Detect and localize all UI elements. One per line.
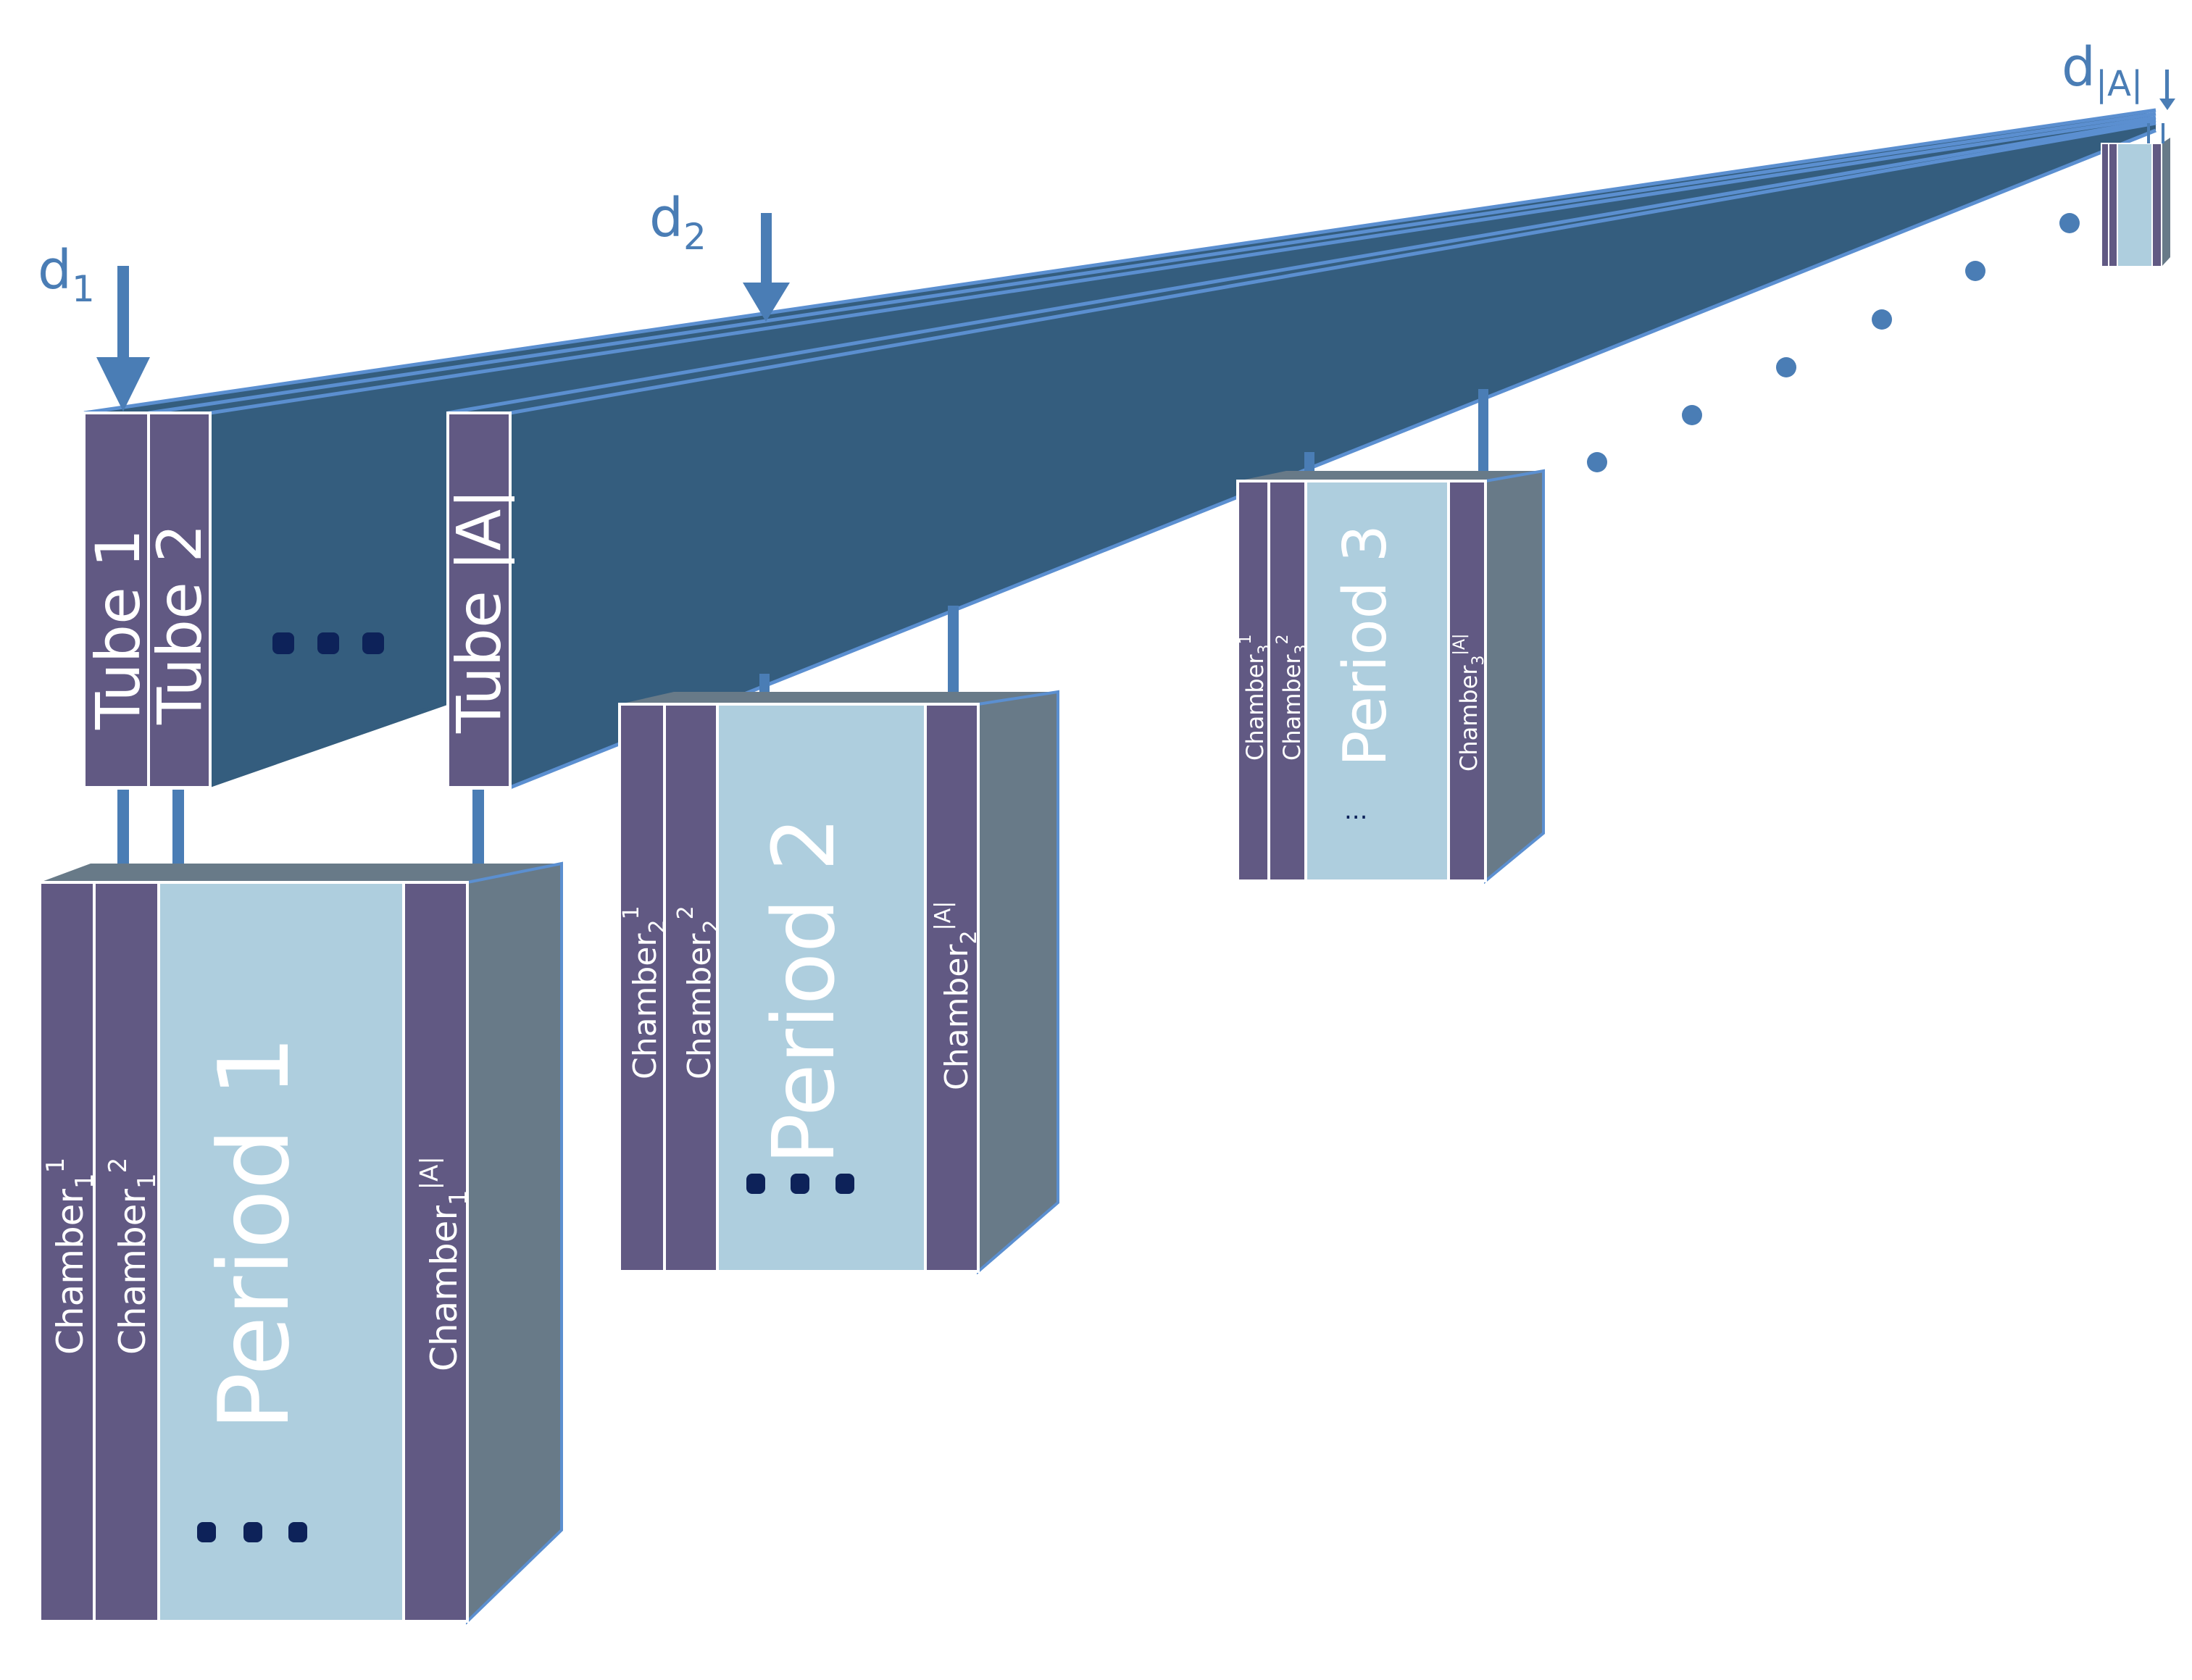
arrow-da-shaft [2165,70,2169,100]
tube-wedge-a [448,117,2156,787]
tube-edge-line-3 [209,115,2156,415]
period-2-top [620,692,1058,704]
period-3-ellipsis: ... [1344,796,1367,825]
period-2-chamber-2 [663,703,719,1273]
far-period-chamber-a [2151,143,2162,267]
perspective-dot [1682,405,1702,425]
tube-bundle [83,108,2156,790]
perspective-dot [1776,357,1796,377]
connector-tubea-period1 [472,790,484,877]
arrow-da: d|A| [2062,36,2175,110]
period-3-chamber-a-label: Chamber3|A| [1451,634,1488,772]
tube-2: Tube 2 [144,411,215,789]
period-2-chamber-a [924,703,980,1273]
tube-edge-line-5 [509,121,2156,415]
connector-tubea-period3 [1478,389,1488,476]
arrow-d2-shaft [761,213,772,285]
period-3-chamber-1-label: Chamber31 [1237,634,1274,761]
period-1-ellipsis-dot-2 [243,1522,262,1542]
tube-edge-line-1 [83,108,2156,415]
far-period-body [2117,143,2153,267]
perspective-dot [2059,213,2080,233]
tube-edge-line-6 [509,128,2156,790]
period-1-chamber-2 [93,881,160,1623]
period-1-body [157,881,405,1623]
perspective-dot [1587,452,1607,472]
tube-1-face [83,411,150,789]
period-2-side [977,690,1059,1275]
arrow-d1-shaft [117,266,129,360]
period-1-chamber-1-label: Chamber11 [41,1158,99,1355]
perspective-ellipsis [1587,213,2080,472]
tube-ellipsis-dot-1 [272,632,294,654]
period-2-ellipsis-dot-1 [746,1174,765,1194]
period-2-label: Period 2 [754,816,854,1165]
period-2-ellipsis-dot-3 [835,1174,854,1194]
period-3-chamber-2-label: Chamber32 [1274,634,1311,761]
arrow-d2-label: d2 [649,187,707,258]
perspective-dot [1965,261,1985,281]
tube-a: Tube |A| [443,411,514,789]
tube-ellipsis-dot-3 [362,632,384,654]
tube-edge-line-2 [148,112,2156,415]
far-period-chamber-1 [2101,143,2109,267]
period-1-side [466,861,563,1625]
period-1-top [40,864,562,882]
period-1-ellipsis-dot-3 [288,1522,307,1542]
period-2-chamber-1-label: Chamber21 [619,906,670,1079]
tube-ellipsis-dot-2 [317,632,339,654]
period-1-chamber-2-label: Chamber12 [104,1158,162,1355]
far-period-box [2101,123,2170,267]
arrow-d2-head [743,283,790,322]
period-3-chamber-2 [1267,480,1307,882]
tube-2-label: Tube 2 [144,524,215,725]
connector-tube1-period2 [759,674,770,692]
period-3-body [1304,480,1450,882]
connector-tube2-period1 [172,790,184,877]
connector-tube1-period1 [117,790,129,877]
period-1-box: Period 1 Chamber11 Chamber12 Chamber1|A| [38,861,563,1625]
connectors [117,389,1488,877]
tube-a-label: Tube |A| [443,488,514,734]
period-3-box: Period 3 Chamber31 Chamber32 Chamber3|A|… [1236,469,1545,885]
period-1-ellipsis-dot-1 [197,1522,216,1542]
period-2-chamber-a-label: Chamber2|A| [930,901,982,1090]
arrow-da-label: d|A| [2062,36,2143,104]
tube-1-label: Tube 1 [83,529,154,730]
period-1-chamber-a-label: Chamber1|A| [415,1156,473,1371]
far-period-chamber-2 [2108,143,2118,267]
far-period-side [2162,138,2170,267]
period-2-chamber-2-label: Chamber22 [673,906,725,1079]
period-3-top [1238,471,1543,481]
period-2-chamber-1 [618,703,666,1273]
period-3-side [1484,469,1545,885]
perspective-dot [1872,309,1892,330]
connector-tubea-period2 [948,606,959,693]
period-1-chamber-a [402,881,469,1623]
period-3-chamber-a [1447,480,1487,882]
period-1-ellipsis [197,1522,307,1542]
arrow-da-head [2159,99,2175,110]
period-1-label: Period 1 [198,1035,311,1431]
tube-ellipsis [272,632,384,654]
tube-edge-line-4 [447,118,2156,415]
period-2-ellipsis-dot-2 [791,1174,809,1194]
tube-a-face [446,411,512,789]
tube-2-face [147,411,212,789]
period-2-ellipsis [746,1174,854,1194]
arrow-d1: d1 [38,239,150,411]
period-3-label: Period 3 [1331,525,1400,766]
period-2-box: Period 2 Chamber21 Chamber22 Chamber2|A| [618,690,1059,1275]
arrow-d2: d2 [649,187,790,322]
arrow-d1-label: d1 [38,239,95,310]
arrow-d1-head [96,357,150,411]
tube-1: Tube 1 [83,411,154,789]
